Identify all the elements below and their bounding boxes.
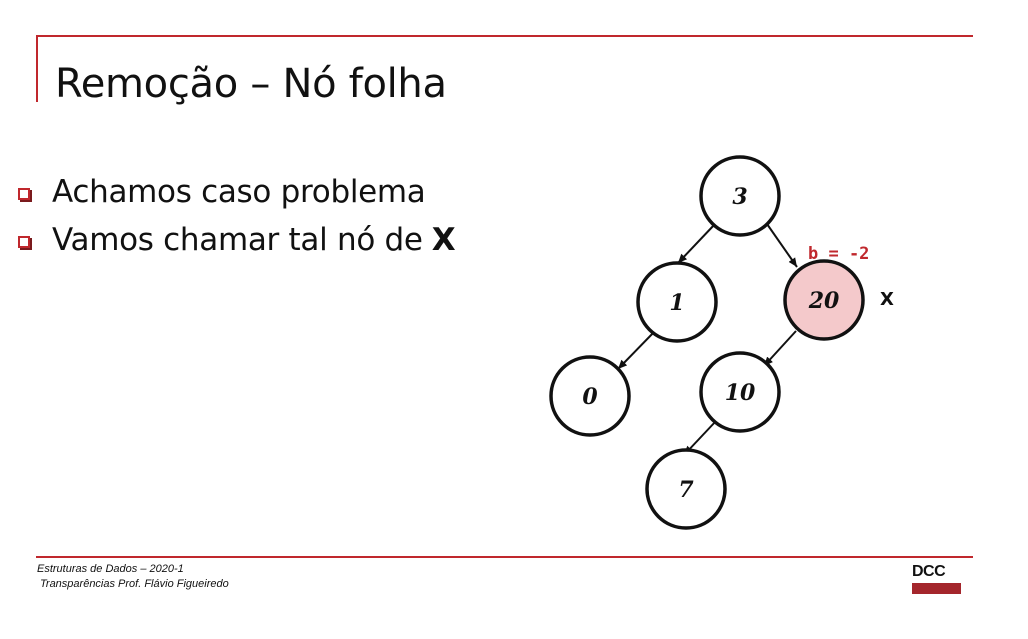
tree-node-n3: 3 — [699, 155, 781, 237]
footer-course: Estruturas de Dados – 2020-1 — [37, 563, 184, 575]
tree-node-n10: 10 — [699, 351, 781, 433]
node-label-n1: 1 — [669, 290, 684, 316]
logo-bar — [912, 583, 961, 594]
footer-text: Estruturas de Dados – 2020-1 Transparênc… — [37, 562, 229, 592]
node-label-n3: 3 — [732, 184, 747, 210]
node-marker-x: X — [880, 289, 894, 310]
slide-title: Remoção – Nó folha — [55, 61, 447, 107]
node-label-n20: 20 — [808, 288, 840, 314]
edge-n20-n10 — [763, 330, 797, 367]
bullet-text-2: Vamos chamar tal nó de — [52, 222, 423, 258]
footer-credits: Transparências Prof. Flávio Figueiredo — [40, 578, 229, 590]
square-bullet-icon — [18, 188, 30, 200]
bullet-item-2: Vamos chamar tal nó de X — [18, 216, 456, 264]
tree-node-n0: 0 — [549, 355, 631, 437]
edge-n3-n1 — [677, 223, 716, 264]
footer-rule — [36, 556, 973, 558]
tree-node-n7: 7 — [645, 448, 727, 530]
dcc-logo: DCC — [912, 563, 962, 595]
tree-node-n20: 20 — [783, 259, 865, 341]
logo-text: DCC — [912, 563, 946, 580]
title-left-rule — [36, 35, 38, 102]
edge-n1-n0 — [617, 329, 657, 370]
tree-node-n1: 1 — [636, 261, 718, 343]
bullet-emphasis-x: X — [431, 222, 456, 258]
bullet-list: Achamos caso problema Vamos chamar tal n… — [18, 168, 456, 264]
bullet-text-1: Achamos caso problema — [52, 174, 426, 210]
balance-factor-label: b = -2 — [808, 244, 869, 264]
node-label-n10: 10 — [725, 380, 756, 406]
edge-n3-n20 — [766, 223, 798, 268]
node-label-n7: 7 — [678, 477, 694, 503]
node-label-n0: 0 — [582, 384, 598, 410]
bullet-item-1: Achamos caso problema — [18, 168, 455, 216]
square-bullet-icon — [18, 236, 30, 248]
title-top-rule — [36, 35, 973, 37]
